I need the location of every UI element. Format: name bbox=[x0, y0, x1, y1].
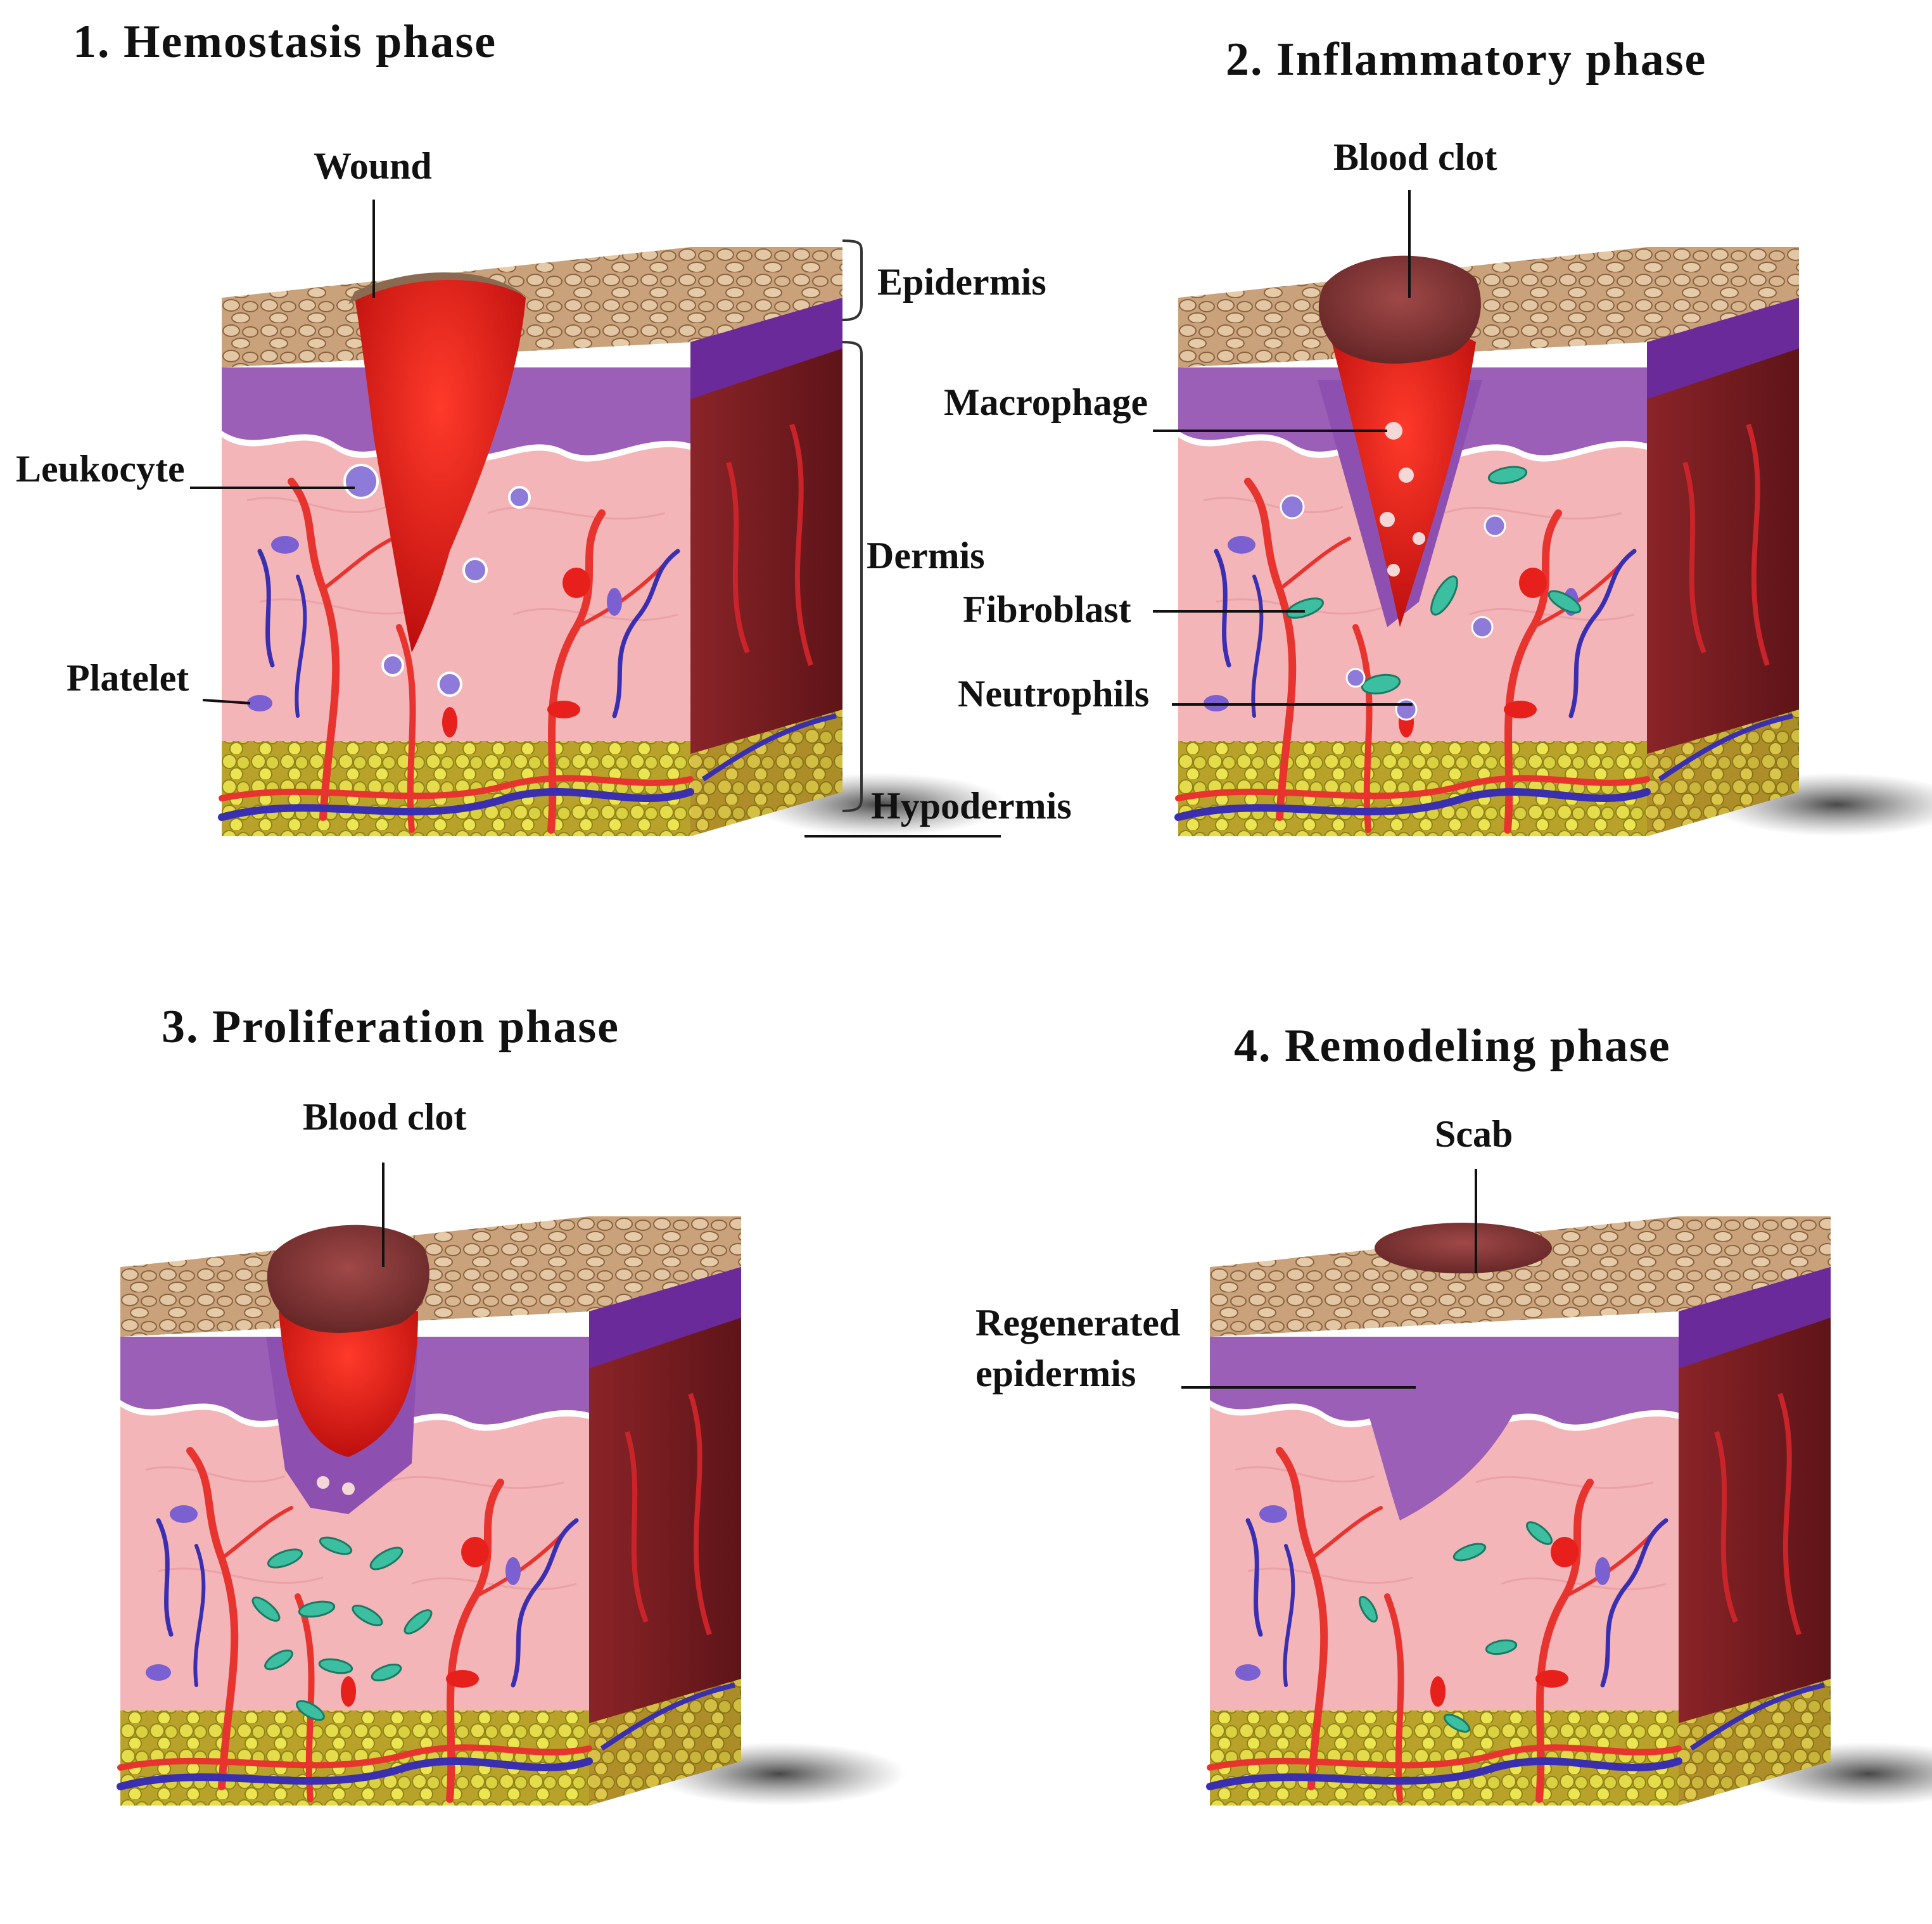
panel-hemostasis: 1. Hemostasis phase Wound Epidermis Derm… bbox=[16, 16, 1072, 836]
panel-title: 2. Inflammatory phase bbox=[1226, 34, 1706, 86]
label-regenerated-line1: Regenerated bbox=[976, 1302, 1180, 1344]
panel-title: 4. Remodeling phase bbox=[1234, 1020, 1671, 1072]
panel-inflammatory: 2. Inflammatory phase bbox=[944, 34, 1932, 836]
panel-proliferation: 3. Proliferation phase bbox=[120, 1001, 906, 1806]
skin-block-1 bbox=[222, 247, 1007, 836]
dermis-bracket bbox=[842, 341, 863, 812]
scab bbox=[1375, 1223, 1552, 1273]
label-macrophage: Macrophage bbox=[944, 381, 1148, 423]
label-scab: Scab bbox=[1435, 1113, 1513, 1155]
wound bbox=[279, 1302, 418, 1457]
blood-clot bbox=[1318, 255, 1481, 364]
skin-block-4 bbox=[1210, 1216, 1932, 1806]
label-blood-clot: Blood clot bbox=[1333, 136, 1497, 178]
label-dermis: Dermis bbox=[867, 535, 985, 577]
panel-title: 3. Proliferation phase bbox=[162, 1001, 620, 1053]
panel-title: 1. Hemostasis phase bbox=[73, 16, 497, 68]
skin-block-3 bbox=[120, 1216, 906, 1806]
epidermis-bracket bbox=[842, 239, 863, 321]
label-leukocyte: Leukocyte bbox=[16, 448, 185, 490]
blood-clot bbox=[267, 1225, 429, 1333]
label-fibroblast: Fibroblast bbox=[963, 589, 1131, 630]
wound bbox=[355, 274, 526, 653]
label-platelet: Platelet bbox=[67, 657, 189, 699]
label-hypodermis: Hypodermis bbox=[871, 785, 1072, 827]
skin-block-2 bbox=[1178, 247, 1932, 836]
panel-remodeling: 4. Remodeling phase Regenerated epidermi… bbox=[976, 1020, 1932, 1806]
label-regenerated-line2: epidermis bbox=[976, 1353, 1136, 1394]
label-wound: Wound bbox=[314, 145, 432, 187]
label-neutrophils: Neutrophils bbox=[958, 673, 1149, 715]
regenerated-epidermis bbox=[1349, 1337, 1539, 1520]
label-epidermis: Epidermis bbox=[877, 261, 1046, 303]
label-blood-clot: Blood clot bbox=[303, 1096, 466, 1138]
